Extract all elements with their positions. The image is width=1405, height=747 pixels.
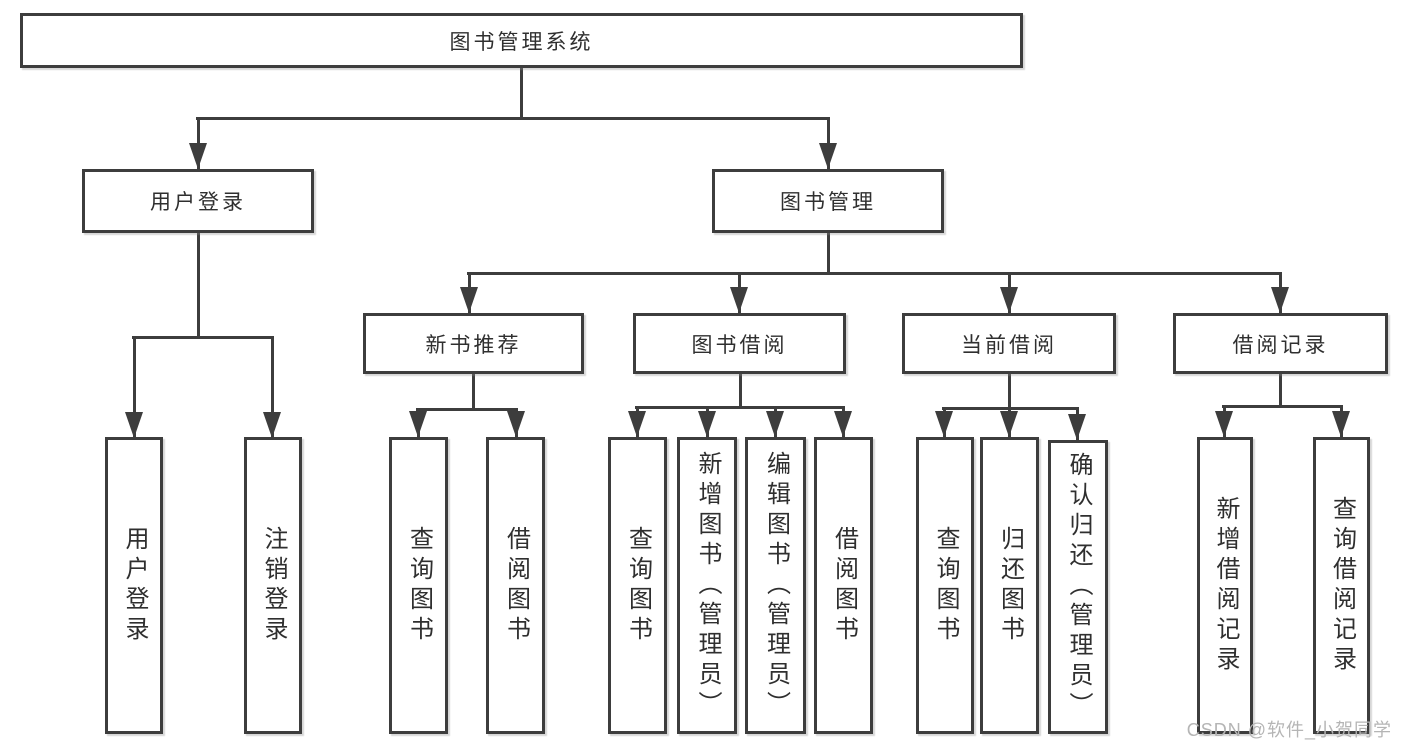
node-query-books-borrowing: 查询图书 xyxy=(608,437,667,734)
arrowhead-icon xyxy=(1271,287,1289,313)
connector-hline xyxy=(467,272,1281,275)
arrowhead-icon xyxy=(263,412,281,438)
watermark: CSDN @软件_小贺同学 xyxy=(1186,720,1392,740)
arrowhead-icon xyxy=(1068,414,1086,440)
node-user-login: 用户登录 xyxy=(105,437,163,734)
node-borrow-books-recommend: 借阅图书 xyxy=(486,437,545,734)
node-book-management-label: 图书管理 xyxy=(780,191,876,214)
node-return-books: 归还图书 xyxy=(980,437,1039,734)
node-query-books-recommend: 查询图书 xyxy=(389,437,448,734)
node-user-login-group: 用户登录 xyxy=(82,169,314,233)
node-root: 图书管理系统 xyxy=(20,13,1023,68)
node-book-management: 图书管理 xyxy=(712,169,944,233)
connector-vline xyxy=(739,372,742,409)
arrowhead-icon xyxy=(698,411,716,437)
connector-vline xyxy=(271,336,274,438)
arrowhead-icon xyxy=(125,412,143,438)
node-current-borrowing-label: 当前借阅 xyxy=(961,333,1057,357)
node-root-label: 图书管理系统 xyxy=(449,30,594,54)
node-query-borrowing-record-label: 查询借阅记录 xyxy=(1328,495,1356,676)
connector-hline xyxy=(132,336,273,339)
node-book-borrowing-label: 图书借阅 xyxy=(691,333,788,357)
node-add-books-admin-label: 新增图书（管理员） xyxy=(694,450,721,721)
node-logout: 注销登录 xyxy=(244,437,302,734)
node-new-book-recommend: 新书推荐 xyxy=(363,313,584,374)
arrowhead-icon xyxy=(1332,411,1350,437)
node-add-borrowing-record: 新增借阅记录 xyxy=(1197,437,1253,734)
node-user-login-label: 用户登录 xyxy=(121,525,148,646)
connector-hline xyxy=(1222,405,1342,408)
node-query-books-current: 查询图书 xyxy=(916,437,974,734)
connector-hline xyxy=(635,406,844,409)
arrowhead-icon xyxy=(1215,411,1233,437)
arrowhead-icon xyxy=(1000,411,1018,437)
connector-hline xyxy=(416,408,517,411)
node-borrow-books-recommend-label: 借阅图书 xyxy=(502,525,530,646)
arrowhead-icon xyxy=(766,411,784,437)
arrowhead-icon xyxy=(628,411,646,437)
connector-vline xyxy=(133,336,136,438)
node-user-login-group-label: 用户登录 xyxy=(150,191,246,214)
node-borrowing-records: 借阅记录 xyxy=(1173,313,1388,374)
node-query-books-current-label: 查询图书 xyxy=(932,525,959,646)
connector-vline xyxy=(827,231,830,275)
arrowhead-icon xyxy=(834,411,852,437)
node-query-books-recommend-label: 查询图书 xyxy=(405,525,433,646)
connector-vline xyxy=(472,372,475,411)
node-logout-label: 注销登录 xyxy=(260,525,287,646)
node-add-books-admin: 新增图书（管理员） xyxy=(677,437,737,734)
node-query-borrowing-record: 查询借阅记录 xyxy=(1313,437,1370,734)
connector-vline xyxy=(1279,372,1282,408)
node-return-books-label: 归还图书 xyxy=(996,525,1024,646)
node-borrow-books-borrowing-label: 借阅图书 xyxy=(830,525,858,646)
node-edit-books-admin: 编辑图书（管理员） xyxy=(745,437,806,734)
arrowhead-icon xyxy=(1000,287,1018,313)
node-edit-books-admin-label: 编辑图书（管理员） xyxy=(762,450,790,721)
arrowhead-icon xyxy=(409,411,427,437)
node-book-borrowing: 图书借阅 xyxy=(633,313,846,374)
arrowhead-icon xyxy=(507,411,525,437)
arrowhead-icon xyxy=(730,287,748,313)
connector-vline xyxy=(197,231,200,339)
arrowhead-icon xyxy=(460,287,478,313)
node-borrowing-records-label: 借阅记录 xyxy=(1232,333,1329,357)
node-add-borrowing-record-label: 新增借阅记录 xyxy=(1212,495,1239,676)
node-new-book-recommend-label: 新书推荐 xyxy=(425,333,522,357)
node-borrow-books-borrowing: 借阅图书 xyxy=(814,437,873,734)
connector-vline xyxy=(1008,372,1011,410)
arrowhead-icon xyxy=(189,143,207,169)
node-current-borrowing: 当前借阅 xyxy=(902,313,1116,374)
node-confirm-return-admin-label: 确认归还（管理员） xyxy=(1065,452,1092,722)
connector-vline xyxy=(520,63,523,118)
node-query-books-borrowing-label: 查询图书 xyxy=(624,525,652,646)
node-confirm-return-admin: 确认归还（管理员） xyxy=(1048,440,1108,734)
connector-hline xyxy=(196,117,829,120)
arrowhead-icon xyxy=(819,143,837,169)
arrowhead-icon xyxy=(935,411,953,437)
